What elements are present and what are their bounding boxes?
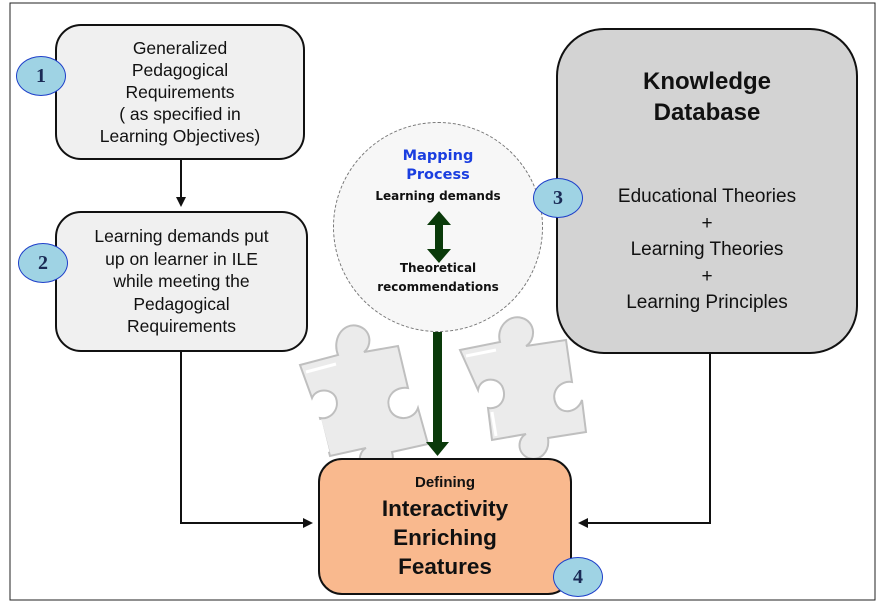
step-badge-4: 4	[553, 557, 603, 597]
knowledge-title-line: Database	[653, 99, 761, 126]
requirements-line: Learning Objectives)	[99, 126, 261, 146]
knowledge-body-line: Educational Theories	[617, 186, 797, 207]
mapping-theoretical-line: Theoretical	[399, 261, 477, 275]
arrow-demands-to-features	[180, 352, 313, 528]
interactivity-features-box: Defining Interactivity Enriching Feature…	[318, 458, 572, 595]
mapping-to-features-arrow-shaft	[433, 332, 442, 444]
features-title-line: Features	[398, 554, 492, 579]
puzzle-piece-right-icon	[458, 316, 588, 460]
step-badge-2: 2	[18, 243, 68, 283]
requirements-line: Requirements	[125, 82, 235, 102]
knowledge-database-box: Knowledge Database Educational Theories …	[556, 28, 858, 354]
mapping-process-circle: Mapping Process Learning demands Theoret…	[333, 122, 543, 332]
demands-line: Learning demands put	[94, 226, 269, 247]
arrow-knowledge-to-features	[578, 354, 711, 528]
demands-line: Pedagogical	[133, 293, 230, 314]
demands-line: while meeting the	[113, 271, 250, 292]
knowledge-body-line: +	[701, 265, 713, 287]
knowledge-body-line: +	[701, 212, 713, 234]
mapping-learning-demands-label: Learning demands	[375, 189, 501, 203]
features-title-line: Interactivity	[381, 496, 509, 521]
knowledge-body-line: Learning Theories	[630, 239, 784, 260]
learning-demands-box: Learning demands put up on learner in IL…	[55, 211, 308, 352]
generalized-requirements-box: Generalized Pedagogical Requirements ( a…	[55, 24, 305, 160]
demands-line: Requirements	[127, 316, 236, 337]
knowledge-database-title: Knowledge Database	[643, 66, 771, 128]
knowledge-title-line: Knowledge	[642, 68, 771, 95]
requirements-line: Pedagogical	[131, 60, 229, 80]
mapping-title-line: Mapping	[402, 148, 474, 164]
mapping-title-line: Process	[406, 167, 470, 183]
page-frame	[9, 2, 876, 601]
requirements-line: Generalized	[132, 38, 228, 58]
puzzle-piece-left-icon	[298, 324, 430, 477]
mapping-to-features-arrowhead	[426, 442, 449, 456]
demands-line: up on learner in ILE	[105, 248, 258, 269]
step-badge-3: 3	[533, 178, 583, 218]
mapping-recommendations-line: recommendations	[377, 280, 499, 294]
knowledge-database-body: Educational Theories + Learning Theories…	[618, 184, 796, 317]
features-title-line: Enriching	[393, 525, 497, 550]
knowledge-body-line: Learning Principles	[626, 292, 788, 313]
requirements-line: ( as specified in	[119, 104, 241, 124]
step-badge-1: 1	[16, 56, 66, 96]
double-arrow-icon	[427, 211, 451, 263]
defining-label: Defining	[415, 474, 475, 491]
